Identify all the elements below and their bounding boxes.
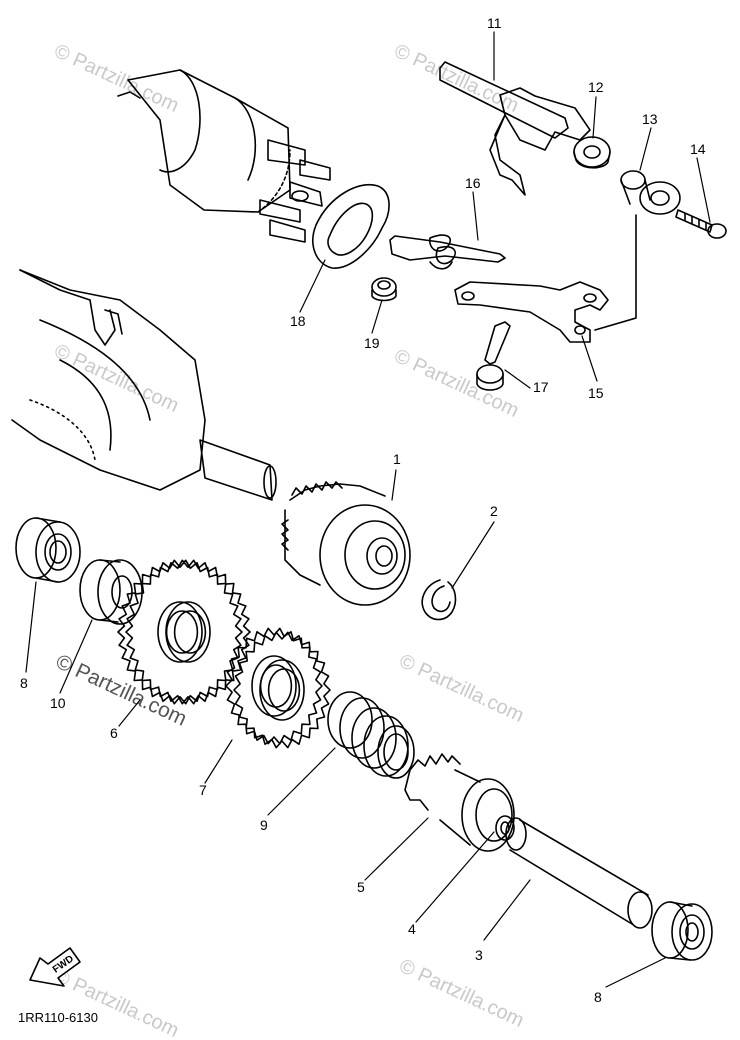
screw-14 — [675, 209, 727, 239]
part-label-1: 1 — [393, 451, 401, 467]
washer-12 — [573, 136, 611, 169]
starter-motor — [11, 269, 277, 501]
lever-15 — [454, 281, 609, 343]
part-label-8-left: 8 — [20, 675, 28, 691]
part-label-9: 9 — [260, 817, 268, 833]
shaft-3 — [505, 817, 653, 929]
diagram-code: 1RR110-6130 — [18, 1010, 98, 1025]
part-label-15: 15 — [588, 385, 604, 401]
part-label-5: 5 — [357, 879, 365, 895]
part-label-13: 13 — [642, 111, 658, 127]
part-label-6: 6 — [110, 725, 118, 741]
gear-5 — [404, 753, 515, 852]
part-label-16: 16 — [465, 175, 481, 191]
part-label-4: 4 — [408, 921, 416, 937]
spring-16 — [389, 234, 506, 270]
part-label-10: 10 — [50, 695, 66, 711]
part-label-11: 11 — [487, 15, 502, 31]
part-label-8-right: 8 — [594, 989, 602, 1005]
part-label-18: 18 — [290, 313, 306, 329]
part-label-3: 3 — [475, 947, 483, 963]
part-label-7: 7 — [199, 782, 207, 798]
collar-13 — [620, 170, 681, 215]
collar-19 — [371, 277, 397, 302]
part-label-2: 2 — [490, 503, 498, 519]
idle-gear-7 — [225, 627, 331, 749]
clutch-gear-1 — [281, 481, 411, 606]
part-label-14: 14 — [690, 141, 706, 157]
washer-10 — [79, 559, 143, 625]
collar-4 — [495, 815, 515, 841]
fwd-arrow-icon — [29, 947, 81, 987]
part-label-17: 17 — [533, 379, 549, 395]
starter-solenoid — [117, 69, 331, 243]
idle-gear-6 — [117, 559, 251, 705]
circlip-2 — [421, 579, 457, 621]
gasket-18 — [312, 184, 390, 269]
bearing-8-right — [651, 901, 713, 961]
relation-line — [594, 214, 637, 331]
bearing-8-left — [15, 517, 81, 583]
spring-9 — [327, 691, 415, 779]
part-label-12: 12 — [588, 79, 604, 95]
shift-lever-11 — [439, 61, 591, 196]
pin-17 — [476, 321, 511, 391]
part-label-19: 19 — [364, 335, 380, 351]
leader-lines — [25, 31, 711, 988]
